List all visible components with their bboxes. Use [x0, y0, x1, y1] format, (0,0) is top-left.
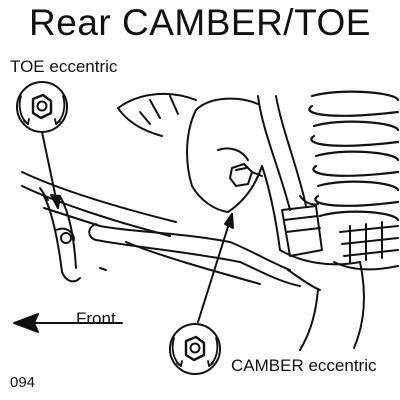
camber-eccentric-icon [169, 323, 221, 375]
camber-bolt [229, 163, 263, 187]
toe-eccentric-icon [16, 81, 68, 133]
camber-pointer-arrowhead [224, 213, 234, 229]
wheel-outline [117, 92, 365, 351]
toe-eccentric-label: TOE eccentric [10, 57, 118, 76]
knuckle [186, 97, 361, 266]
toe-bracket [39, 187, 81, 283]
toe-pointer-arrowhead [50, 194, 61, 209]
camber-eccentric-label: CAMBER eccentric [231, 356, 377, 375]
camber-pointer-arrow [197, 213, 233, 323]
lower-arm [21, 171, 321, 291]
coil-spring [308, 90, 400, 222]
figure-number: 094 [10, 374, 36, 391]
front-direction-arrow [13, 313, 123, 333]
page-title: Rear CAMBER/TOE [29, 2, 371, 43]
